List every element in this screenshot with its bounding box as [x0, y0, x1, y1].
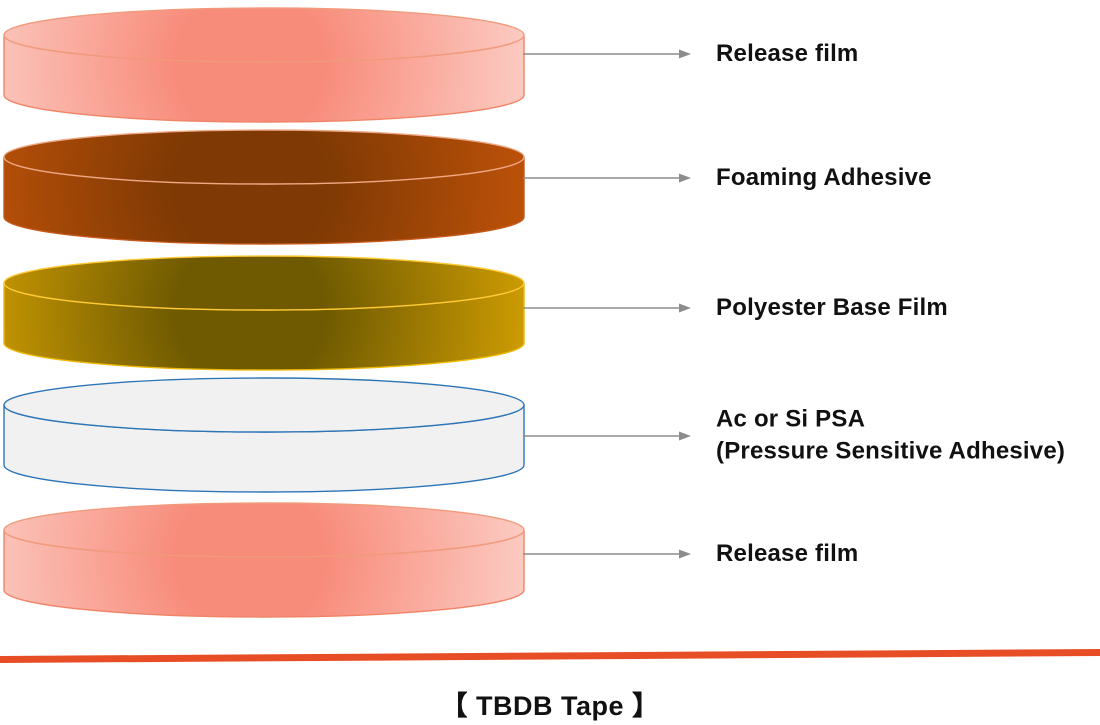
- cylinder-foaming-adhesive: [3, 129, 525, 245]
- label-release-film-top: Release film: [716, 39, 859, 67]
- cylinder-top-face: [3, 502, 525, 558]
- arrow-head-icon: [679, 431, 691, 441]
- cylinder-release-film-top: [3, 7, 525, 123]
- cylinder-polyester-base-film: [3, 255, 525, 371]
- arrow-head-icon: [679, 49, 691, 59]
- tape-baseline-rule: [0, 649, 1100, 663]
- cylinder-release-film-bottom: [3, 502, 525, 618]
- arrow-head-icon: [679, 549, 691, 559]
- cylinder-top-face: [3, 255, 525, 311]
- label-psa: Ac or Si PSA (Pressure Sensitive Adhesiv…: [716, 405, 1066, 465]
- label-polyester-base-film: Polyester Base Film: [716, 293, 948, 321]
- cylinder-top-face: [3, 7, 525, 63]
- cylinder-top-face: [3, 129, 525, 185]
- arrow-psa: [523, 431, 691, 441]
- arrow-head-icon: [679, 303, 691, 313]
- diagram-caption: 【 TBDB Tape 】: [440, 691, 660, 721]
- arrow-polyester-base-film: [523, 303, 691, 313]
- baseline-line: [0, 649, 1100, 663]
- arrow-release-film-bottom: [523, 549, 691, 559]
- arrow-release-film-top: [523, 49, 691, 59]
- cylinder-psa: [3, 377, 525, 493]
- arrow-head-icon: [679, 173, 691, 183]
- label-release-film-bottom: Release film: [716, 539, 859, 567]
- label-foaming-adhesive: Foaming Adhesive: [716, 163, 932, 191]
- arrow-foaming-adhesive: [523, 173, 691, 183]
- cylinder-top-face: [3, 377, 525, 433]
